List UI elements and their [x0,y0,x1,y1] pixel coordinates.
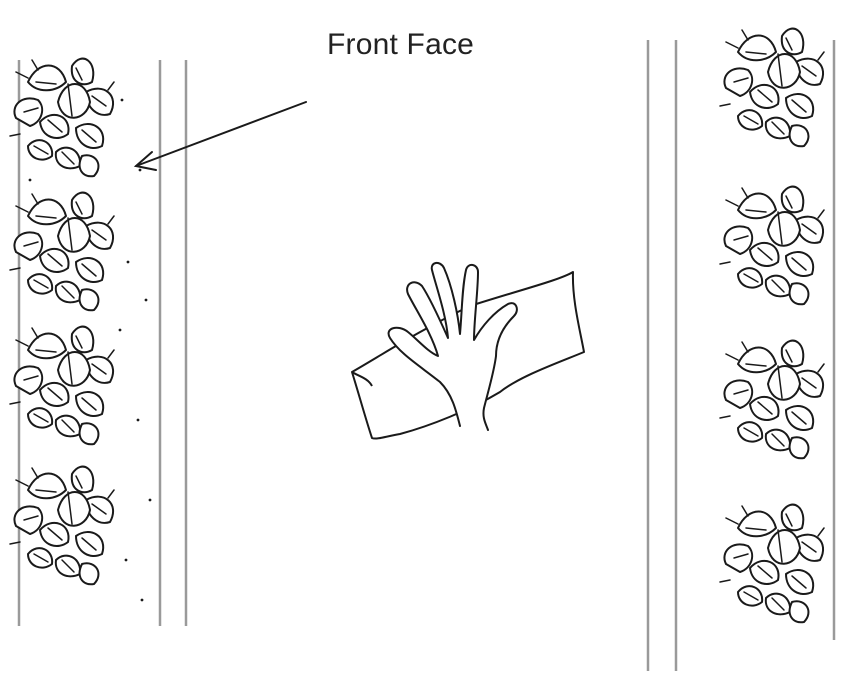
pointer-arrow [136,102,306,170]
right-ornament-3 [720,341,824,459]
right-ornament-1 [720,29,824,147]
left-panel [10,59,186,626]
right-ornament-2 [720,187,824,305]
front-face-label: Front Face [327,28,474,62]
left-ornament-4 [10,467,114,585]
left-ornament-1 [10,59,114,177]
left-ornament-3 [10,327,114,445]
right-panel [648,29,834,671]
right-ornament-4 [720,505,824,623]
left-ornament-2 [10,193,114,311]
